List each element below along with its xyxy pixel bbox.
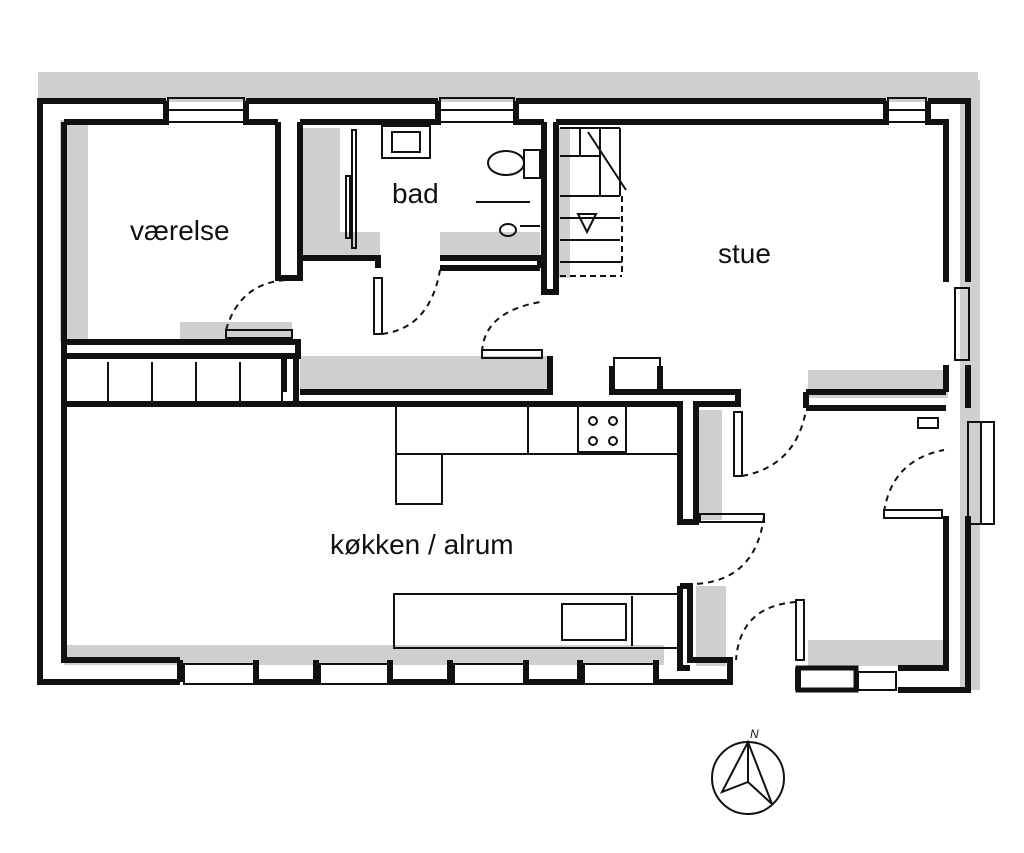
shadow-washes <box>38 72 980 690</box>
fixtures <box>65 97 995 691</box>
room-label-bad: bad <box>392 178 439 209</box>
door-swings <box>225 269 945 661</box>
room-label-kokken: køkken / alrum <box>330 529 514 560</box>
room-label-stue: stue <box>718 238 771 269</box>
walls <box>37 98 971 693</box>
north-label: N <box>750 727 759 741</box>
room-label-vaerelse: værelse <box>130 215 230 246</box>
north-arrow-icon <box>711 739 785 815</box>
